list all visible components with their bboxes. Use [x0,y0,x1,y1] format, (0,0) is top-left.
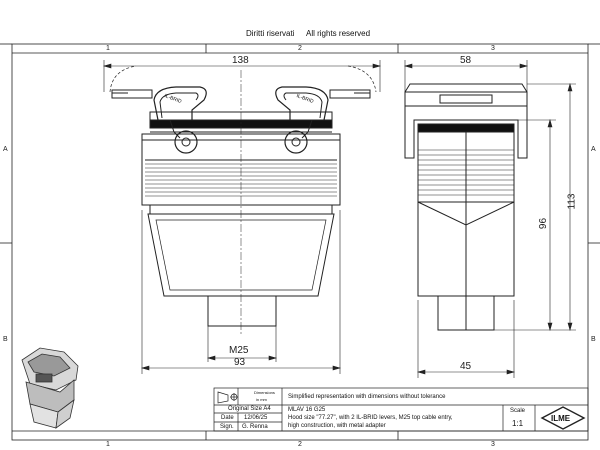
dim-front-width-bottom: 93 [234,357,246,368]
front-view [109,65,377,335]
part-code: MLAV 16 G25 [288,407,326,413]
sign-label: Sign. [220,424,234,430]
description-line-2: high construction, with metal adapter [288,423,386,429]
sign-value: G. Renna [242,424,268,430]
zone-row-b-right: B [591,336,596,343]
side-view [404,83,528,331]
description-line-1: Hood size "77.27", with 2 IL-BRID levers… [288,415,453,421]
projection-symbol-icon [217,391,238,404]
ilme-logo-icon [540,406,586,430]
date-value: 12/06/25 [244,415,268,421]
tolerance-note: Simplified representation with dimension… [288,394,446,400]
isometric-thumbnail [21,347,79,429]
dim-side-width-top: 58 [460,55,472,66]
logo-text: ILME [551,414,571,423]
scale-label: Scale [510,408,526,414]
dim-symbol-unit: in mm [256,397,267,402]
dim-symbol-label: Dimensions [254,390,275,395]
rights-reserved-en: All rights reserved [306,29,371,38]
title-block-frame [213,387,589,432]
dim-side-width-bottom: 45 [460,361,472,372]
rights-reserved-it: Diritti riservati [246,29,295,38]
zone-row-a-right: A [591,146,596,153]
zone-col-2-top: 2 [298,45,302,52]
scale-value: 1:1 [512,419,524,428]
zone-col-3-top: 3 [491,45,495,52]
zone-col-3-bottom: 3 [491,441,495,448]
zone-col-1-top: 1 [106,45,110,52]
dim-height-body: 96 [538,217,550,230]
dim-cable-entry: M25 [229,345,249,356]
zone-col-2-bottom: 2 [298,441,302,448]
original-size-label: Original Size A4 [228,406,271,412]
dim-front-width-top: 138 [232,55,249,66]
dimension-lines [102,60,576,378]
dim-height-total: 113 [566,193,578,210]
zone-row-b-left: B [3,336,8,343]
zone-col-1-bottom: 1 [106,441,110,448]
drawing-frame [0,43,600,441]
date-label: Date [221,415,234,421]
zone-row-a-left: A [3,146,8,153]
